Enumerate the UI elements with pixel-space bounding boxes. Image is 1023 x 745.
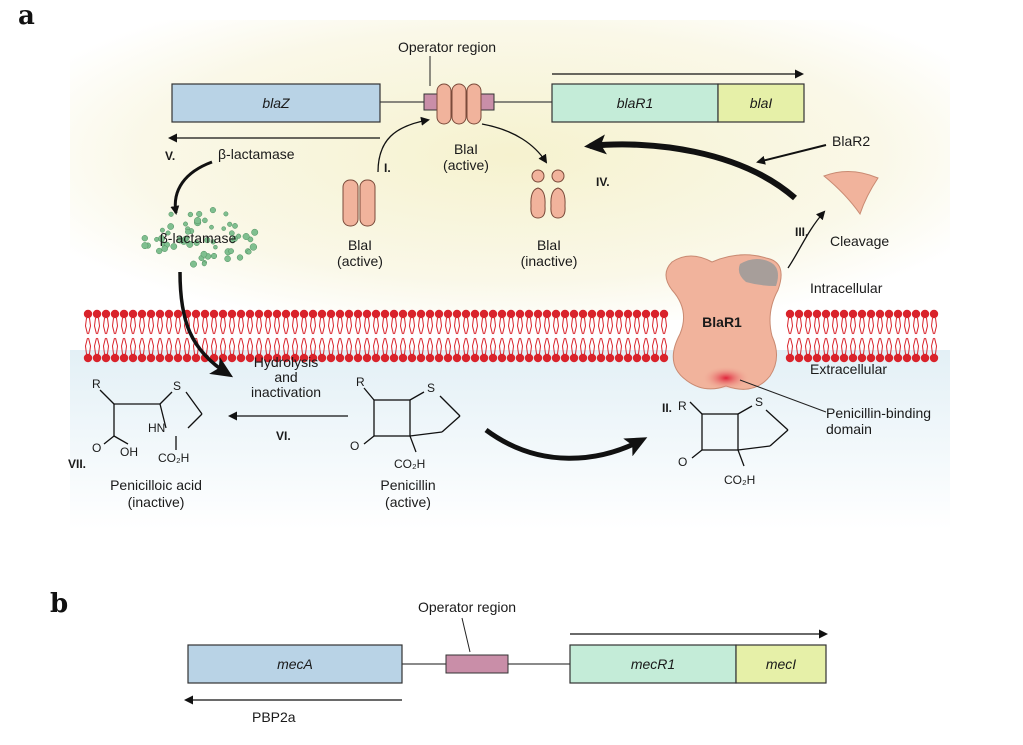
gene-mecA-label: mecA: [277, 656, 313, 672]
pbd-label-line1: Penicillin-binding: [826, 405, 931, 421]
step-I: I.: [384, 161, 391, 175]
pen-right-S: S: [755, 395, 763, 409]
pbd-label-line2: domain: [826, 421, 872, 437]
pbd-pointer: [739, 379, 827, 413]
gene-mecR1-label: mecR1: [631, 656, 675, 672]
gene-blaI-label: blaI: [750, 95, 773, 111]
arrow-IV: [584, 134, 797, 201]
pen-right-CO2H: CO₂H: [724, 473, 755, 487]
blaI-inactive-name: BlaI: [537, 237, 561, 253]
step-VI: VI.: [276, 429, 291, 443]
blaI-inactive-fragments: [530, 169, 566, 219]
beta-lactamase-cloud-label: β-lactamase: [160, 230, 237, 246]
blaR1-protein: [665, 254, 782, 390]
panel-a-letter: a: [18, 1, 35, 31]
step-II: II.: [662, 401, 672, 415]
blaI-active-top-state: (active): [443, 157, 489, 173]
cleaved-fragment: [823, 171, 879, 216]
penicilloic-acid-state: (inactive): [128, 494, 185, 510]
arrow-V: [170, 160, 213, 215]
gene-mecI-label: mecI: [766, 656, 796, 672]
pa-O: O: [92, 441, 101, 455]
penicilloic-acid-name: Penicilloic acid: [110, 477, 202, 493]
penicillin-structure-bound: [689, 401, 789, 467]
cleavage-label: Cleavage: [830, 233, 889, 249]
pen-left-O: O: [350, 439, 359, 453]
beta-lactamase-transcript-label: β-lactamase: [218, 146, 295, 162]
arrow-II: [484, 427, 648, 461]
hydrolysis-line1: Hydrolysis: [254, 354, 319, 370]
step-VII: VII.: [68, 457, 86, 471]
pa-S: S: [173, 379, 181, 393]
step-V: V.: [165, 149, 175, 163]
gene-mecI: [735, 644, 827, 684]
extracellular-label: Extracellular: [810, 361, 887, 377]
arrow-beta-lactamase-to-hydrolysis: [178, 271, 234, 378]
gene-blaZ-label: blaZ: [262, 95, 290, 111]
blaR1-protein-label: BlaR1: [702, 314, 742, 330]
pbp2a-label: PBP2a: [252, 709, 296, 725]
pen-right-O: O: [678, 455, 687, 469]
hydrolysis-line2: and: [274, 369, 297, 385]
operator-region-label-a: Operator region: [398, 39, 496, 55]
penicilloic-acid-structure: [99, 389, 203, 450]
pa-OH: OH: [120, 445, 138, 459]
pa-CO2H: CO₂H: [158, 451, 189, 465]
gene-blaI: [717, 83, 805, 123]
penicillin-structure-left: [363, 387, 461, 453]
extracellular-background: [70, 350, 950, 530]
pen-left-CO2H: CO₂H: [394, 457, 425, 471]
gene-mecA: [187, 644, 403, 684]
blaR2-label: BlaR2: [832, 133, 870, 149]
gene-blaR1: [551, 83, 719, 123]
penicillin-state: (active): [385, 494, 431, 510]
arrow-III: [787, 210, 826, 269]
intracellular-background: [70, 20, 950, 320]
arrow-to-inactive: [481, 123, 548, 164]
blaI-inactive-state: (inactive): [521, 253, 578, 269]
blaI-active-left-name: BlaI: [348, 237, 372, 253]
penicillin-name: Penicillin: [380, 477, 435, 493]
blaI-active-free: [342, 179, 376, 227]
intracellular-label: Intracellular: [810, 280, 883, 296]
arrow-I: [377, 116, 430, 173]
hydrolysis-line3: inactivation: [251, 384, 321, 400]
operator-box-b: [445, 654, 509, 674]
cell-membrane: [83, 309, 939, 363]
pen-left-S: S: [427, 381, 435, 395]
pa-HN: HN: [148, 421, 165, 435]
blaI-bound-dimer: [436, 83, 482, 125]
blaI-active-top-name: BlaI: [454, 141, 478, 157]
gene-blaR1-label: blaR1: [617, 95, 654, 111]
operator-region-label-b: Operator region: [418, 599, 516, 615]
gene-blaZ: [171, 83, 381, 123]
step-IV: IV.: [596, 175, 610, 189]
blaI-active-left-state: (active): [337, 253, 383, 269]
arrow-blaR2: [756, 144, 827, 165]
pen-left-R: R: [356, 375, 365, 389]
pen-right-R: R: [678, 399, 687, 413]
panel-b-letter: b: [50, 589, 68, 619]
pa-R: R: [92, 377, 101, 391]
operator-pointer-b: [461, 617, 471, 653]
beta-lactamase-cloud: [141, 207, 259, 268]
step-III: III.: [795, 225, 808, 239]
